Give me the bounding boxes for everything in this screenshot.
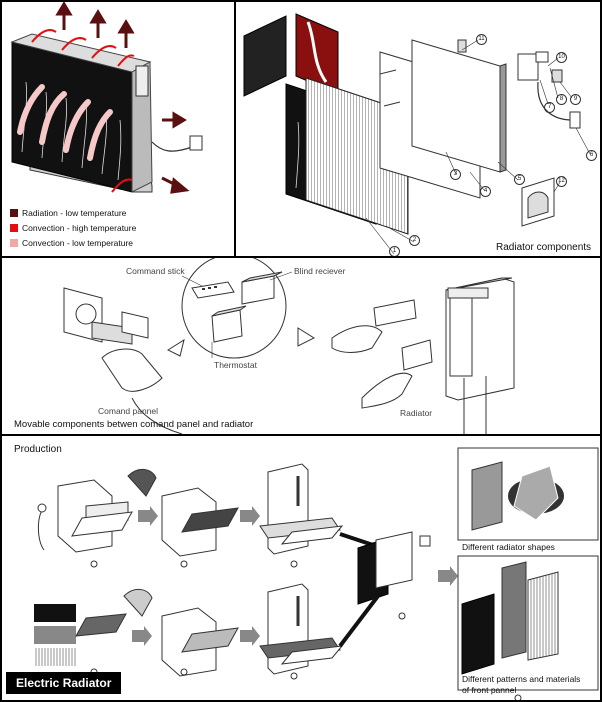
movable-caption: Movable components betwen comand panel a… [14,419,254,430]
process-arrow [132,626,152,646]
assembly-link [338,594,380,648]
legend-swatch [10,224,18,232]
shapes-caption: Different radiator shapes [462,542,555,552]
plug-icon [569,111,581,129]
callout-number: 10 [556,52,567,63]
convection-low-arrows [17,84,113,161]
callout-number: 2 [409,235,420,246]
components-panel: 1 2 3 4 5 6 7 8 9 10 11 12 Radiator comp… [234,0,602,258]
label-command-stick: Command stick [126,266,185,276]
label-blind-receiver: Blind reciever [294,266,346,276]
cable [537,81,573,121]
callout-number: 5 [514,174,525,185]
sheet [75,613,127,637]
press-machine-3 [123,589,239,677]
legend-item-radiation: Radiation - low temperature [10,208,126,218]
hand-upper [331,325,383,353]
process-arrow [240,626,260,646]
radiator-shapes [471,461,564,531]
arrow-to-radiator [297,327,316,347]
label-command-panel: Comand pannel [98,406,159,416]
control-unit [517,53,539,81]
movable-components-panel: Command stick Blind reciever Thermostat … [0,256,602,436]
cnc-machine-2 [259,583,344,675]
plug-icon [189,135,203,151]
callout-number: 3 [450,169,461,180]
process-arrow [240,506,260,526]
label-thermostat: Thermostat [214,360,257,370]
command-stick [191,281,235,299]
label-radiator: Radiator [400,408,433,418]
press-machine-2 [127,469,239,557]
process-arrow [138,506,158,526]
convection-high-arrows [31,29,135,193]
radiator-control-parts [373,299,433,371]
radiator-patterns [461,561,559,675]
detail-circle [181,258,287,359]
heat-flow-panel: Radiation - low temperature Convection -… [0,0,236,258]
arrow-to-panel [166,338,185,357]
radiation-arrows [55,2,190,194]
components-title: Radiator components [496,242,592,253]
callout-number: 11 [476,34,487,45]
panel-sample-black [243,15,287,97]
production-title: Production [14,444,62,455]
radiator-unit [445,277,515,434]
assembled-radiator [357,531,431,605]
callout-number: 7 [544,102,555,113]
blind-receiver [241,271,283,305]
hand-lower [361,372,413,409]
callout-number: 6 [586,150,597,161]
cnc-machine-1 [259,463,344,555]
exploded-view-illustration [243,13,591,255]
callout-number: 9 [570,94,581,105]
pattern-samples [34,604,76,666]
wall-bracket [521,177,555,227]
callout-number: 4 [480,186,491,197]
production-illustration [34,447,599,700]
production-panel: Production [0,434,602,702]
patterns-caption: Different patterns and materials of fron… [462,674,581,695]
legend-swatch [10,209,18,217]
callout-number: 8 [556,94,567,105]
hand-left [101,348,163,392]
callout-number: 1 [389,246,400,256]
radiator-control [135,65,149,97]
legend-label: Radiation - low temperature [22,208,127,218]
thermostat [211,305,247,343]
process-arrow [438,566,458,586]
worker-head [37,503,47,513]
callout-number: 12 [556,176,567,187]
legend-label: Convection - low temperature [22,238,134,248]
power-cable [151,141,193,152]
footer-title: Electric Radiator [6,672,122,694]
command-panel-unit [63,287,149,345]
legend-item-convection-high: Convection - high temperature [10,223,136,233]
legend-label: Convection - high temperature [22,223,137,233]
movable-components-illustration [63,258,515,434]
legend-swatch [10,239,18,247]
press-machine-1 [57,479,133,553]
legend-item-convection-low: Convection - low temperature [10,238,133,248]
heat-flow-illustration [10,2,203,194]
